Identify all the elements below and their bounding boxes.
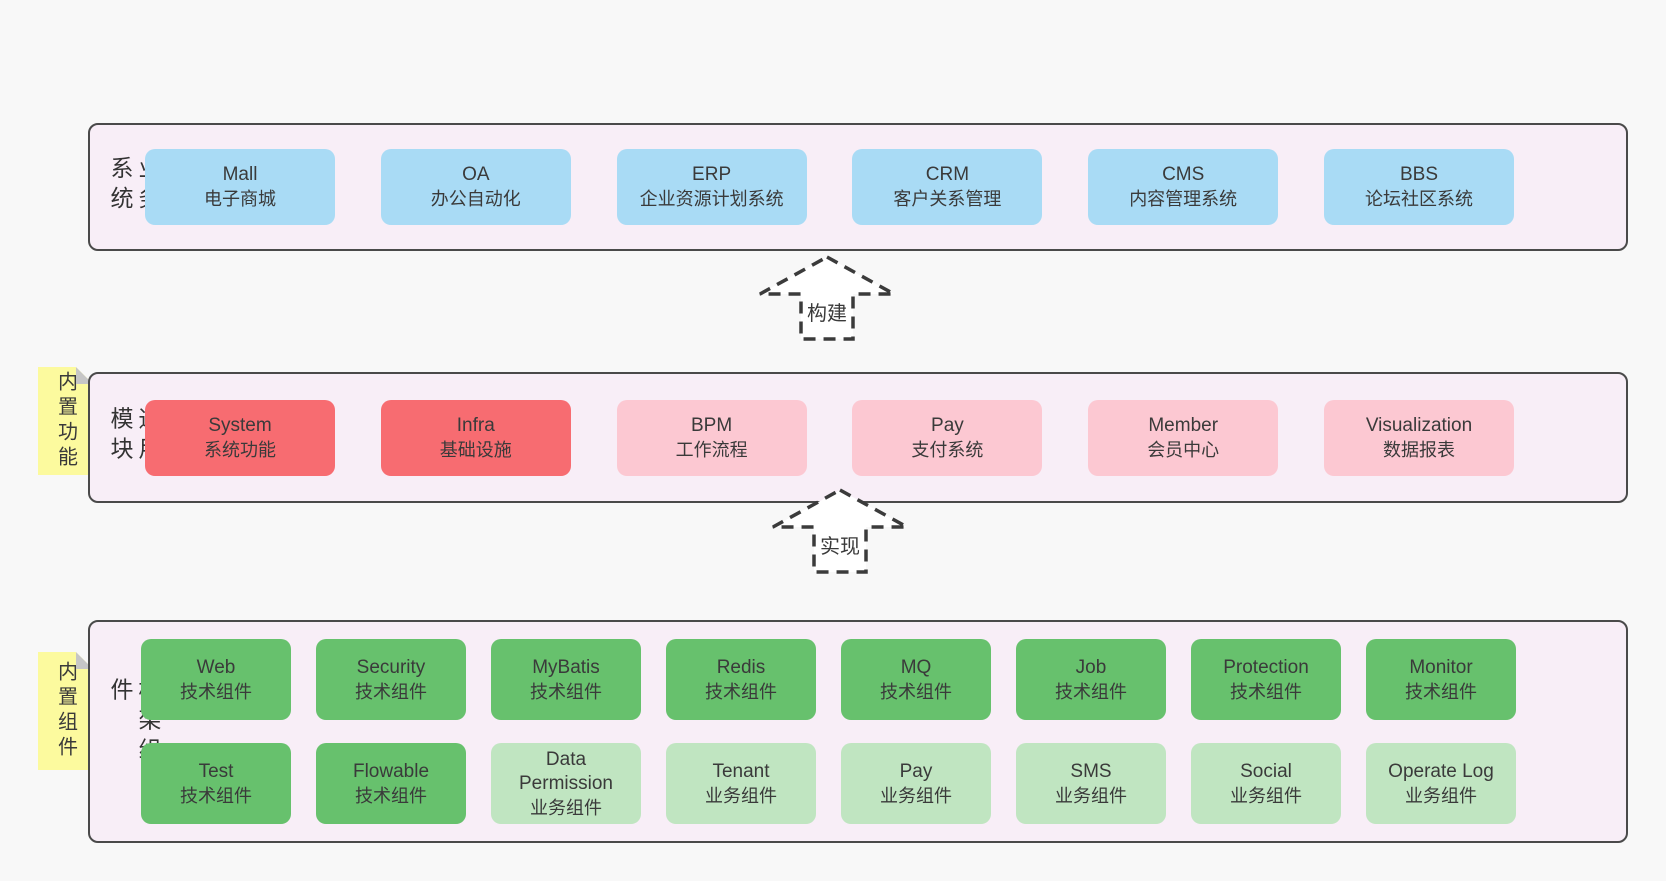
node-subtitle: 内容管理系统 [1129, 189, 1238, 209]
node-title: Data Permission [519, 748, 613, 794]
node-web: Web 技术组件 [141, 639, 291, 720]
node-tenant: Tenant 业务组件 [666, 743, 816, 824]
sticky-note-text: 内置组件 [54, 661, 77, 761]
node-title: Security [356, 656, 426, 678]
sticky-note-builtin-components: 内置组件 [38, 652, 93, 770]
node-subtitle: 基础设施 [439, 439, 512, 460]
node-title: Pay [931, 414, 964, 436]
node-title: BPM [691, 414, 733, 436]
business-box-row: Mall 电子商城 OA 办公自动化 ERP 企业资源计划系统 CRM 客户关系… [145, 149, 1514, 225]
node-subtitle: 技术组件 [1230, 681, 1302, 702]
node-data-permission: Data Permission 业务组件 [491, 743, 641, 824]
node-title: Visualization [1365, 414, 1473, 436]
node-bbs: BBS 论坛社区系统 [1323, 149, 1514, 225]
node-subtitle: 技术组件 [355, 681, 427, 702]
node-flowable: Flowable 技术组件 [316, 743, 466, 824]
arrow-label: 构建 [804, 296, 850, 327]
node-title: Tenant [712, 760, 770, 782]
node-subtitle: 会员中心 [1147, 439, 1220, 460]
node-title: SMS [1070, 760, 1112, 782]
node-system: System 系统功能 [145, 399, 335, 476]
node-title: Protection [1223, 656, 1309, 678]
node-title: CMS [1162, 164, 1205, 185]
node-title: Web [196, 656, 236, 678]
modules-box-row: System 系统功能 Infra 基础设施 BPM 工作流程 Pay 支付系统… [145, 399, 1514, 476]
band-common-modules: 通用模块 System 系统功能 Infra 基础设施 BPM 工作流程 Pay… [88, 372, 1628, 503]
node-subtitle: 支付系统 [911, 439, 984, 460]
node-subtitle: 系统功能 [204, 439, 276, 460]
node-subtitle: 技术组件 [1055, 681, 1127, 702]
node-title: Flowable [352, 760, 430, 782]
node-pay-component: Pay 业务组件 [841, 743, 991, 824]
node-subtitle: 技术组件 [1405, 681, 1477, 702]
node-subtitle: 工作流程 [675, 439, 748, 460]
node-cms: CMS 内容管理系统 [1088, 149, 1279, 225]
node-social: Social 业务组件 [1191, 743, 1341, 824]
node-test: Test 技术组件 [141, 743, 291, 824]
node-sms: SMS 业务组件 [1016, 743, 1166, 824]
node-infra: Infra 基础设施 [380, 399, 571, 476]
node-subtitle: 技术组件 [530, 681, 602, 702]
node-mybatis: MyBatis 技术组件 [491, 639, 641, 720]
node-crm: CRM 客户关系管理 [852, 149, 1043, 225]
node-job: Job 技术组件 [1016, 639, 1166, 720]
node-title: Monitor [1409, 656, 1473, 678]
node-title: MQ [900, 656, 932, 678]
arrow-implement: 实现 [770, 487, 910, 575]
node-oa: OA 办公自动化 [380, 149, 571, 225]
node-subtitle: 技术组件 [180, 681, 252, 702]
node-title: Mall [222, 164, 258, 185]
node-title: Redis [716, 656, 766, 678]
node-subtitle: 业务组件 [705, 785, 777, 806]
node-subtitle: 技术组件 [705, 681, 777, 702]
node-title: Pay [899, 760, 933, 782]
node-subtitle: 业务组件 [1405, 785, 1477, 806]
node-operate-log: Operate Log 业务组件 [1366, 743, 1516, 824]
node-subtitle: 业务组件 [530, 797, 602, 818]
node-title: BBS [1399, 164, 1438, 185]
arrow-label: 实现 [817, 529, 863, 560]
node-title: Test [198, 760, 234, 782]
node-title: MyBatis [532, 656, 600, 678]
framework-box-row-1: Web 技术组件 Security 技术组件 MyBatis 技术组件 Redi… [141, 639, 1516, 720]
node-security: Security 技术组件 [316, 639, 466, 720]
node-title: Infra [456, 414, 495, 436]
node-monitor: Monitor 技术组件 [1366, 639, 1516, 720]
node-erp: ERP 企业资源计划系统 [616, 149, 807, 225]
node-subtitle: 论坛社区系统 [1364, 189, 1473, 209]
node-title: Member [1148, 414, 1219, 436]
band-business-systems: 业务系统 Mall 电子商城 OA 办公自动化 ERP 企业资源计划系统 CRM… [88, 123, 1628, 251]
node-title: Job [1075, 656, 1107, 678]
node-title: Social [1240, 760, 1292, 782]
node-subtitle: 技术组件 [880, 681, 952, 702]
node-bpm: BPM 工作流程 [616, 399, 807, 476]
node-title: Operate Log [1388, 760, 1494, 782]
node-subtitle: 业务组件 [880, 785, 952, 806]
node-title: CRM [925, 164, 970, 185]
node-pay-system: Pay 支付系统 [852, 399, 1043, 476]
node-subtitle: 技术组件 [180, 785, 252, 806]
node-subtitle: 业务组件 [1055, 785, 1127, 806]
node-subtitle: 客户关系管理 [893, 189, 1002, 209]
node-protection: Protection 技术组件 [1191, 639, 1341, 720]
arrow-build: 构建 [757, 254, 897, 342]
node-member: Member 会员中心 [1088, 399, 1279, 476]
sticky-note-builtin-features: 内置功能 [38, 367, 93, 475]
node-visualization: Visualization 数据报表 [1323, 399, 1514, 476]
node-title: OA [462, 164, 490, 185]
node-subtitle: 企业资源计划系统 [639, 189, 784, 209]
node-subtitle: 办公自动化 [430, 189, 521, 209]
node-subtitle: 电子商城 [204, 189, 276, 209]
node-mall: Mall 电子商城 [145, 149, 335, 225]
sticky-note-text: 内置功能 [54, 371, 77, 471]
node-mq: MQ 技术组件 [841, 639, 991, 720]
framework-box-row-2: Test 技术组件 Flowable 技术组件 Data Permission … [141, 743, 1516, 824]
node-subtitle: 技术组件 [355, 785, 427, 806]
node-redis: Redis 技术组件 [666, 639, 816, 720]
node-title: ERP [692, 164, 732, 185]
node-subtitle: 数据报表 [1382, 439, 1455, 460]
node-subtitle: 业务组件 [1230, 785, 1302, 806]
node-title: System [208, 414, 272, 436]
band-framework-components: 框架组件 Web 技术组件 Security 技术组件 MyBatis 技术组件… [88, 620, 1628, 843]
